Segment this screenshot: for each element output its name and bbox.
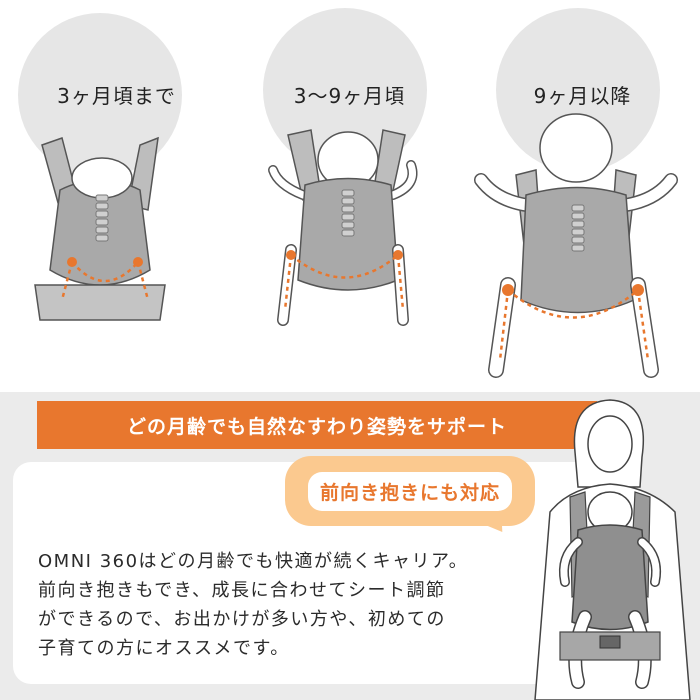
description-line: 子育ての方にオススメです。 — [38, 638, 290, 659]
stage-infant-illustration — [263, 8, 427, 326]
stage-infant: 3～9ヶ月頃 — [233, 0, 466, 392]
stage-label: 3～9ヶ月頃 — [293, 84, 406, 108]
description-line: OMNI 360はどの月齢でも快適が続くキャリア。 — [38, 551, 469, 572]
bubble-text: 前向き抱きにも対応 — [307, 471, 512, 511]
feature-banner: どの月齢でも自然なすわり姿勢をサポート — [37, 401, 597, 449]
description-line: ができるので、お出かけが多い方や、初めての — [38, 609, 446, 630]
stage-label: 3ヶ月頃まで — [57, 84, 176, 108]
carrier-stages-section: 3ヶ月頃まで — [0, 0, 699, 392]
description-line: 前向き抱きもでき、成長に合わせてシート調節 — [38, 580, 446, 601]
stage-label: 9ヶ月以降 — [533, 84, 632, 108]
speech-bubble: 前向き抱きにも対応 — [285, 456, 535, 526]
stage-toddler: 9ヶ月以降 — [466, 0, 699, 392]
stage-toddler-illustration — [474, 8, 678, 378]
description-text: OMNI 360はどの月齢でも快適が続くキャリア。 前向き抱きもでき、成長に合わ… — [38, 547, 558, 663]
stage-newborn: 3ヶ月頃まで — [0, 0, 233, 392]
stage-newborn-illustration — [18, 13, 182, 321]
banner-text: どの月齢でも自然なすわり姿勢をサポート — [126, 415, 507, 438]
parent-with-carrier-illustration — [530, 392, 700, 700]
